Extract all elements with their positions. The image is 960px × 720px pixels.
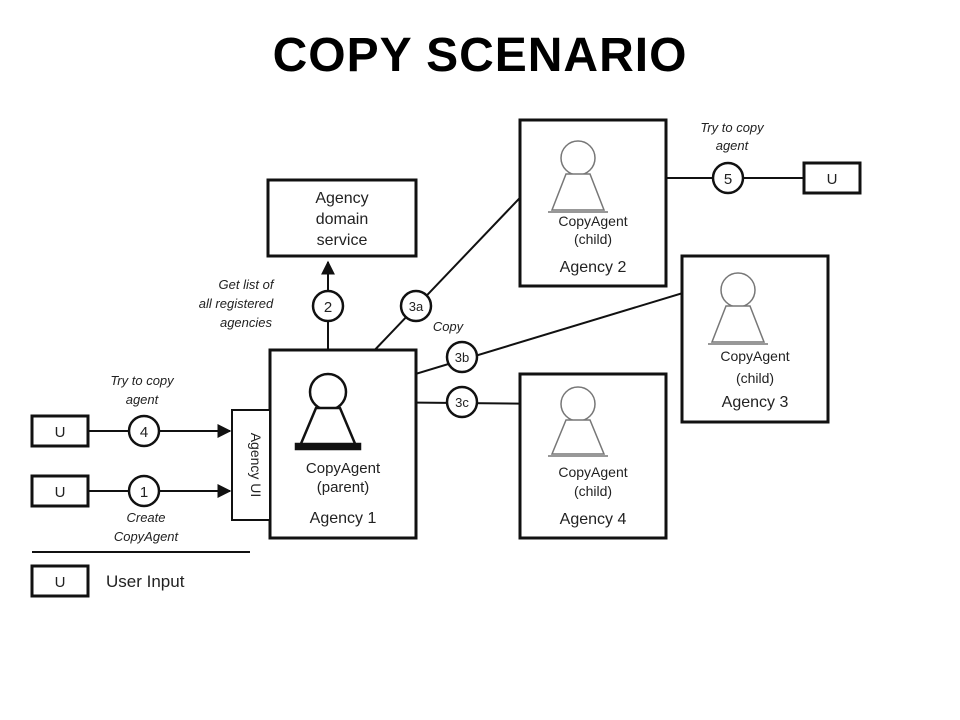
legend-user-box (30, 564, 90, 598)
try-copy-right-line1: Try to copy (700, 120, 765, 135)
step-2-circle (311, 289, 345, 323)
get-list-annotation-line3: agencies (220, 315, 273, 330)
step-3c-label: 3c (455, 395, 469, 410)
step-1-circle (127, 474, 161, 508)
step-circles (127, 161, 745, 508)
agency-2-box: CopyAgent (child) Agency 2 (518, 118, 668, 288)
copy-annotation: Copy (433, 319, 465, 334)
copyagent-parent-icon (294, 372, 362, 451)
step-4-circle (127, 414, 161, 448)
user-box-label: U (55, 484, 66, 501)
legend-label: User Input (106, 572, 185, 591)
domain-service-line3: service (317, 232, 368, 249)
step-3b-label: 3b (455, 350, 469, 365)
agency3-agent-line1: CopyAgent (720, 348, 789, 364)
try-copy-right-line2: agent (716, 138, 750, 153)
agency-4-box: CopyAgent (child) Agency 4 (518, 372, 668, 540)
agency2-agent-line1: CopyAgent (558, 213, 627, 229)
get-list-annotation-line1: Get list of (219, 277, 275, 292)
page-title: COPY SCENARIO (272, 29, 688, 82)
agency-1-box: CopyAgent (parent) Agency 1 (268, 348, 418, 540)
step-3c-circle (445, 385, 479, 419)
agency2-agent-line2: (child) (574, 231, 612, 247)
agency-3-box: CopyAgent (child) Agency 3 (680, 254, 830, 424)
user-input-box-top: U (30, 414, 90, 448)
step-1-label: 1 (140, 484, 148, 501)
copyagent-child-icon (548, 140, 608, 213)
agency4-agent-line1: CopyAgent (558, 464, 627, 480)
domain-service-line1: Agency (315, 190, 368, 207)
agency1-agent-line1: CopyAgent (306, 460, 381, 477)
annotations: Get list of all registered agencies Copy… (110, 120, 765, 544)
step-labels: 1 2 3a 3b 3c 4 5 (140, 171, 732, 501)
create-annotation-line2: CopyAgent (114, 529, 180, 544)
user-box-label: U (55, 424, 66, 441)
step-3a-label: 3a (409, 299, 424, 314)
user-input-box-right: U (802, 161, 862, 195)
agency-domain-service-box: Agency domain service (266, 178, 418, 258)
domain-service-line2: domain (316, 211, 368, 228)
agency-ui-box: Agency UI (231, 409, 271, 521)
copyagent-child-icon (548, 386, 608, 457)
agency1-agent-line2: (parent) (317, 479, 370, 496)
agency1-name: Agency 1 (310, 510, 377, 527)
step-4-label: 4 (140, 424, 148, 441)
step-5-label: 5 (724, 171, 732, 188)
try-copy-left-line1: Try to copy (110, 373, 175, 388)
agency-ui-label: Agency UI (248, 433, 264, 498)
agency3-agent-line2: (child) (736, 370, 774, 386)
create-annotation-line1: Create (126, 510, 165, 525)
agency4-agent-line2: (child) (574, 483, 612, 499)
step-3b-circle (445, 340, 479, 374)
try-copy-left-line2: agent (126, 392, 160, 407)
user-input-box-bottom: U (30, 474, 90, 508)
legend: U User Input (30, 551, 250, 598)
copyagent-child-icon (708, 272, 768, 345)
get-list-annotation-line2: all registered (199, 296, 274, 311)
step-3a-circle (399, 289, 433, 323)
step-5-circle (711, 161, 745, 195)
legend-symbol: U (55, 574, 66, 591)
agency3-name: Agency 3 (722, 394, 789, 411)
agency2-name: Agency 2 (560, 259, 627, 276)
step-2-label: 2 (324, 299, 332, 316)
agency4-name: Agency 4 (560, 511, 627, 528)
user-box-label: U (827, 171, 838, 188)
